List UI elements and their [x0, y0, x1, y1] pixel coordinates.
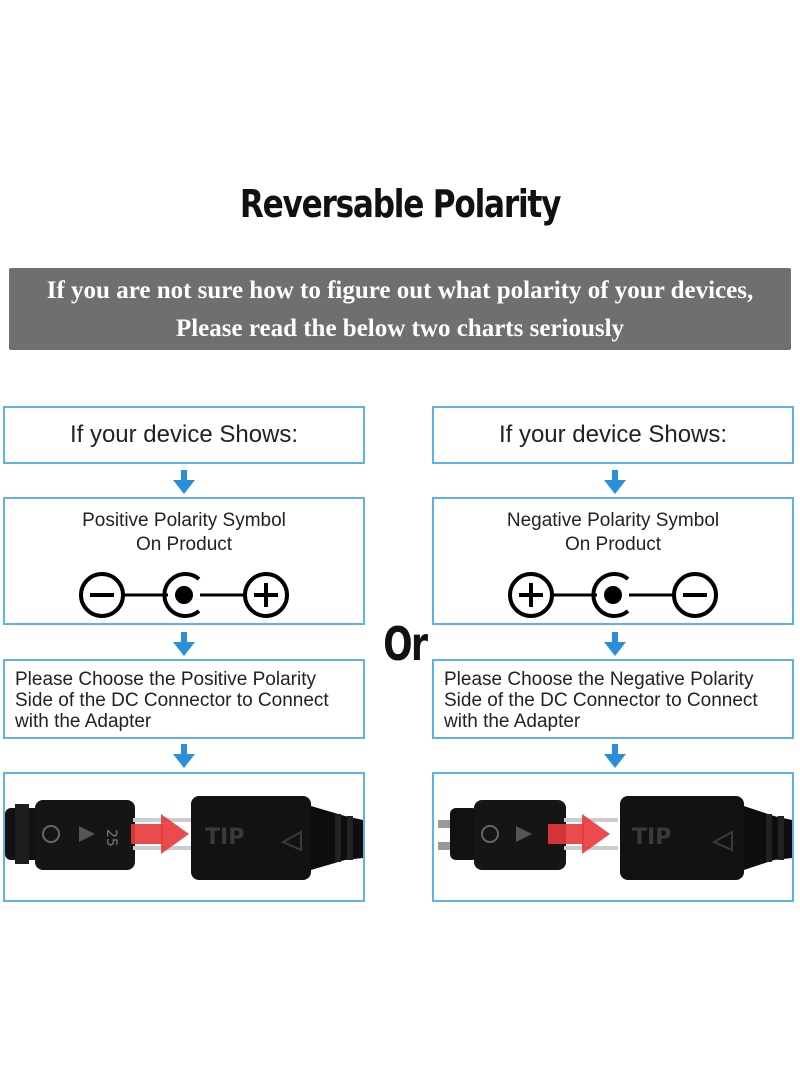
down-arrow-icon	[173, 470, 195, 494]
positive-polarity-symbol-icon	[79, 572, 289, 618]
socket-mark-left: TIP	[205, 825, 244, 850]
or-label: Or	[383, 617, 428, 671]
symbol-label-left: Positive Polarity Symbol On Product	[82, 510, 286, 555]
connector-photo-right: TIP	[432, 772, 794, 902]
device-shows-heading-left: If your device Shows:	[3, 406, 365, 464]
polarity-symbol-box-left: Positive Polarity Symbol On Product	[3, 497, 365, 625]
socket-mark-right: TIP	[632, 825, 671, 850]
dc-connector-illustration: 25 TIP	[5, 796, 363, 880]
down-arrow-icon	[604, 744, 626, 768]
instruction-box-left: Please Choose the Positive Polarity Side…	[3, 659, 365, 739]
instruction-box-right: Please Choose the Negative Polarity Side…	[432, 659, 794, 739]
polarity-symbol-box-right: Negative Polarity Symbol On Product	[432, 497, 794, 625]
plug-mark: 25	[103, 829, 119, 847]
negative-polarity-symbol-icon	[508, 572, 718, 618]
device-shows-heading-right: If your device Shows:	[432, 406, 794, 464]
down-arrow-icon	[604, 632, 626, 656]
dc-connector-illustration: TIP	[438, 796, 792, 880]
banner-line-1: If you are not sure how to figure out wh…	[46, 277, 754, 304]
down-arrow-icon	[173, 744, 195, 768]
symbol-label-right: Negative Polarity Symbol On Product	[506, 510, 720, 555]
down-arrow-icon	[173, 632, 195, 656]
page-title: Reversable Polarity	[239, 182, 562, 226]
connector-photo-left: 25 TIP	[3, 772, 365, 902]
banner-line-2: Please read the below two charts serious…	[175, 315, 625, 342]
warning-banner: If you are not sure how to figure out wh…	[9, 268, 791, 350]
down-arrow-icon	[604, 470, 626, 494]
